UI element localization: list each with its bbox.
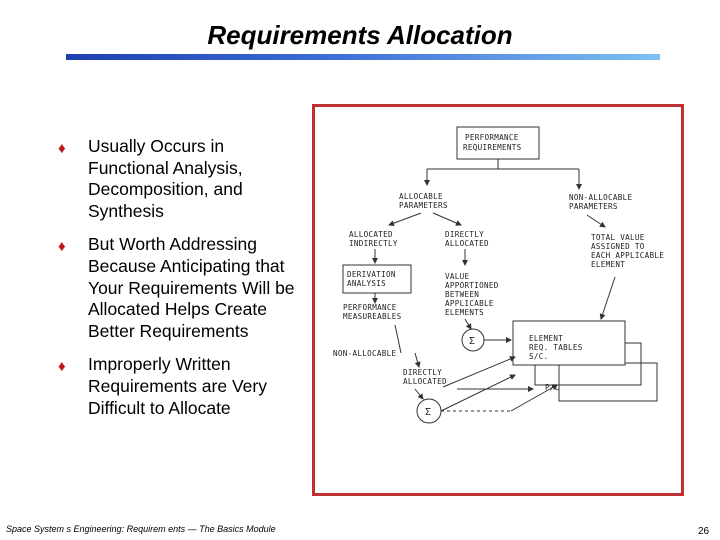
derivation-analysis-box [342, 264, 412, 294]
non-allocable-parameters-label: PARAMETERS [569, 202, 618, 211]
total-value-label: ASSIGNED TO [591, 242, 645, 251]
bullet-text: Usually Occurs in Functional Analysis, D… [88, 136, 243, 221]
value-apportioned-label: APPORTIONED [445, 281, 499, 290]
directly-allocated-label: DIRECTLY [445, 230, 484, 239]
title-underline [66, 54, 660, 60]
performance-requirements-label: PERFORMANCE [465, 133, 519, 142]
derivation-analysis-label: ANALYSIS [347, 279, 386, 288]
diamond-bullet-icon: ♦ [58, 358, 66, 376]
diamond-bullet-icon: ♦ [58, 238, 66, 256]
total-value-label: EACH APPLICABLE [591, 251, 664, 260]
value-apportioned-label: VALUE [445, 272, 469, 281]
element-tables-label: S/C. [529, 352, 549, 361]
bullet-text: Improperly Written Requirements are Very… [88, 354, 267, 418]
bullet-text: But Worth Addressing Because Anticipatin… [88, 234, 295, 341]
derivation-analysis-label: DERIVATION [347, 270, 396, 279]
value-apportioned-label: APPLICABLE [445, 299, 494, 308]
bullet-item: ♦ But Worth Addressing Because Anticipat… [58, 234, 308, 342]
non-allocable-label: NON-ALLOCABLE [333, 349, 396, 358]
total-value-label: TOTAL VALUE [591, 233, 645, 242]
allocable-parameters-label: ALLOCABLE [399, 192, 443, 201]
slide-title: Requirements Allocation [207, 20, 513, 50]
bullet-item: ♦ Usually Occurs in Functional Analysis,… [58, 136, 308, 222]
page-number: 26 [698, 526, 710, 537]
element-tables-label: REQ. TABLES [529, 343, 583, 352]
directly-allocated-label: ALLOCATED [445, 239, 489, 248]
directly-allocated-lower-label: ALLOCATED [403, 377, 447, 386]
allocated-indirectly-label: INDIRECTLY [349, 239, 398, 248]
bullet-list: ♦ Usually Occurs in Functional Analysis,… [58, 136, 308, 431]
performance-measureables-label: MEASUREABLES [343, 312, 402, 321]
diamond-bullet-icon: ♦ [58, 140, 66, 157]
performance-measureables-label: PERFORMANCE [343, 303, 397, 312]
allocated-indirectly-label: ALLOCATED [349, 230, 393, 239]
footer-text: Space System s Engineering: Requirem ent… [6, 524, 276, 534]
element-stack-back [558, 362, 658, 402]
directly-allocated-lower-label: DIRECTLY [403, 368, 442, 377]
non-allocable-parameters-label: NON-ALLOCABLE [569, 193, 632, 202]
bullet-item: ♦ Improperly Written Requirements are Ve… [58, 354, 308, 419]
element-tables-label: ELEMENT [529, 334, 563, 343]
allocation-diagram-frame: PERFORMANCE REQUIREMENTS ALLOCABLE PARAM… [312, 104, 684, 496]
value-apportioned-label: ELEMENTS [445, 308, 484, 317]
value-apportioned-label: BETWEEN [445, 290, 479, 299]
total-value-label: ELEMENT [591, 260, 625, 269]
sigma-label: Σ [425, 407, 431, 418]
sigma-label: Σ [469, 336, 475, 347]
allocation-diagram: PERFORMANCE REQUIREMENTS ALLOCABLE PARAM… [333, 126, 664, 424]
performance-requirements-label: REQUIREMENTS [463, 143, 522, 152]
allocable-parameters-label: PARAMETERS [399, 201, 448, 210]
payload-label: P/L [545, 383, 560, 392]
element-req-tables-box [512, 320, 626, 366]
